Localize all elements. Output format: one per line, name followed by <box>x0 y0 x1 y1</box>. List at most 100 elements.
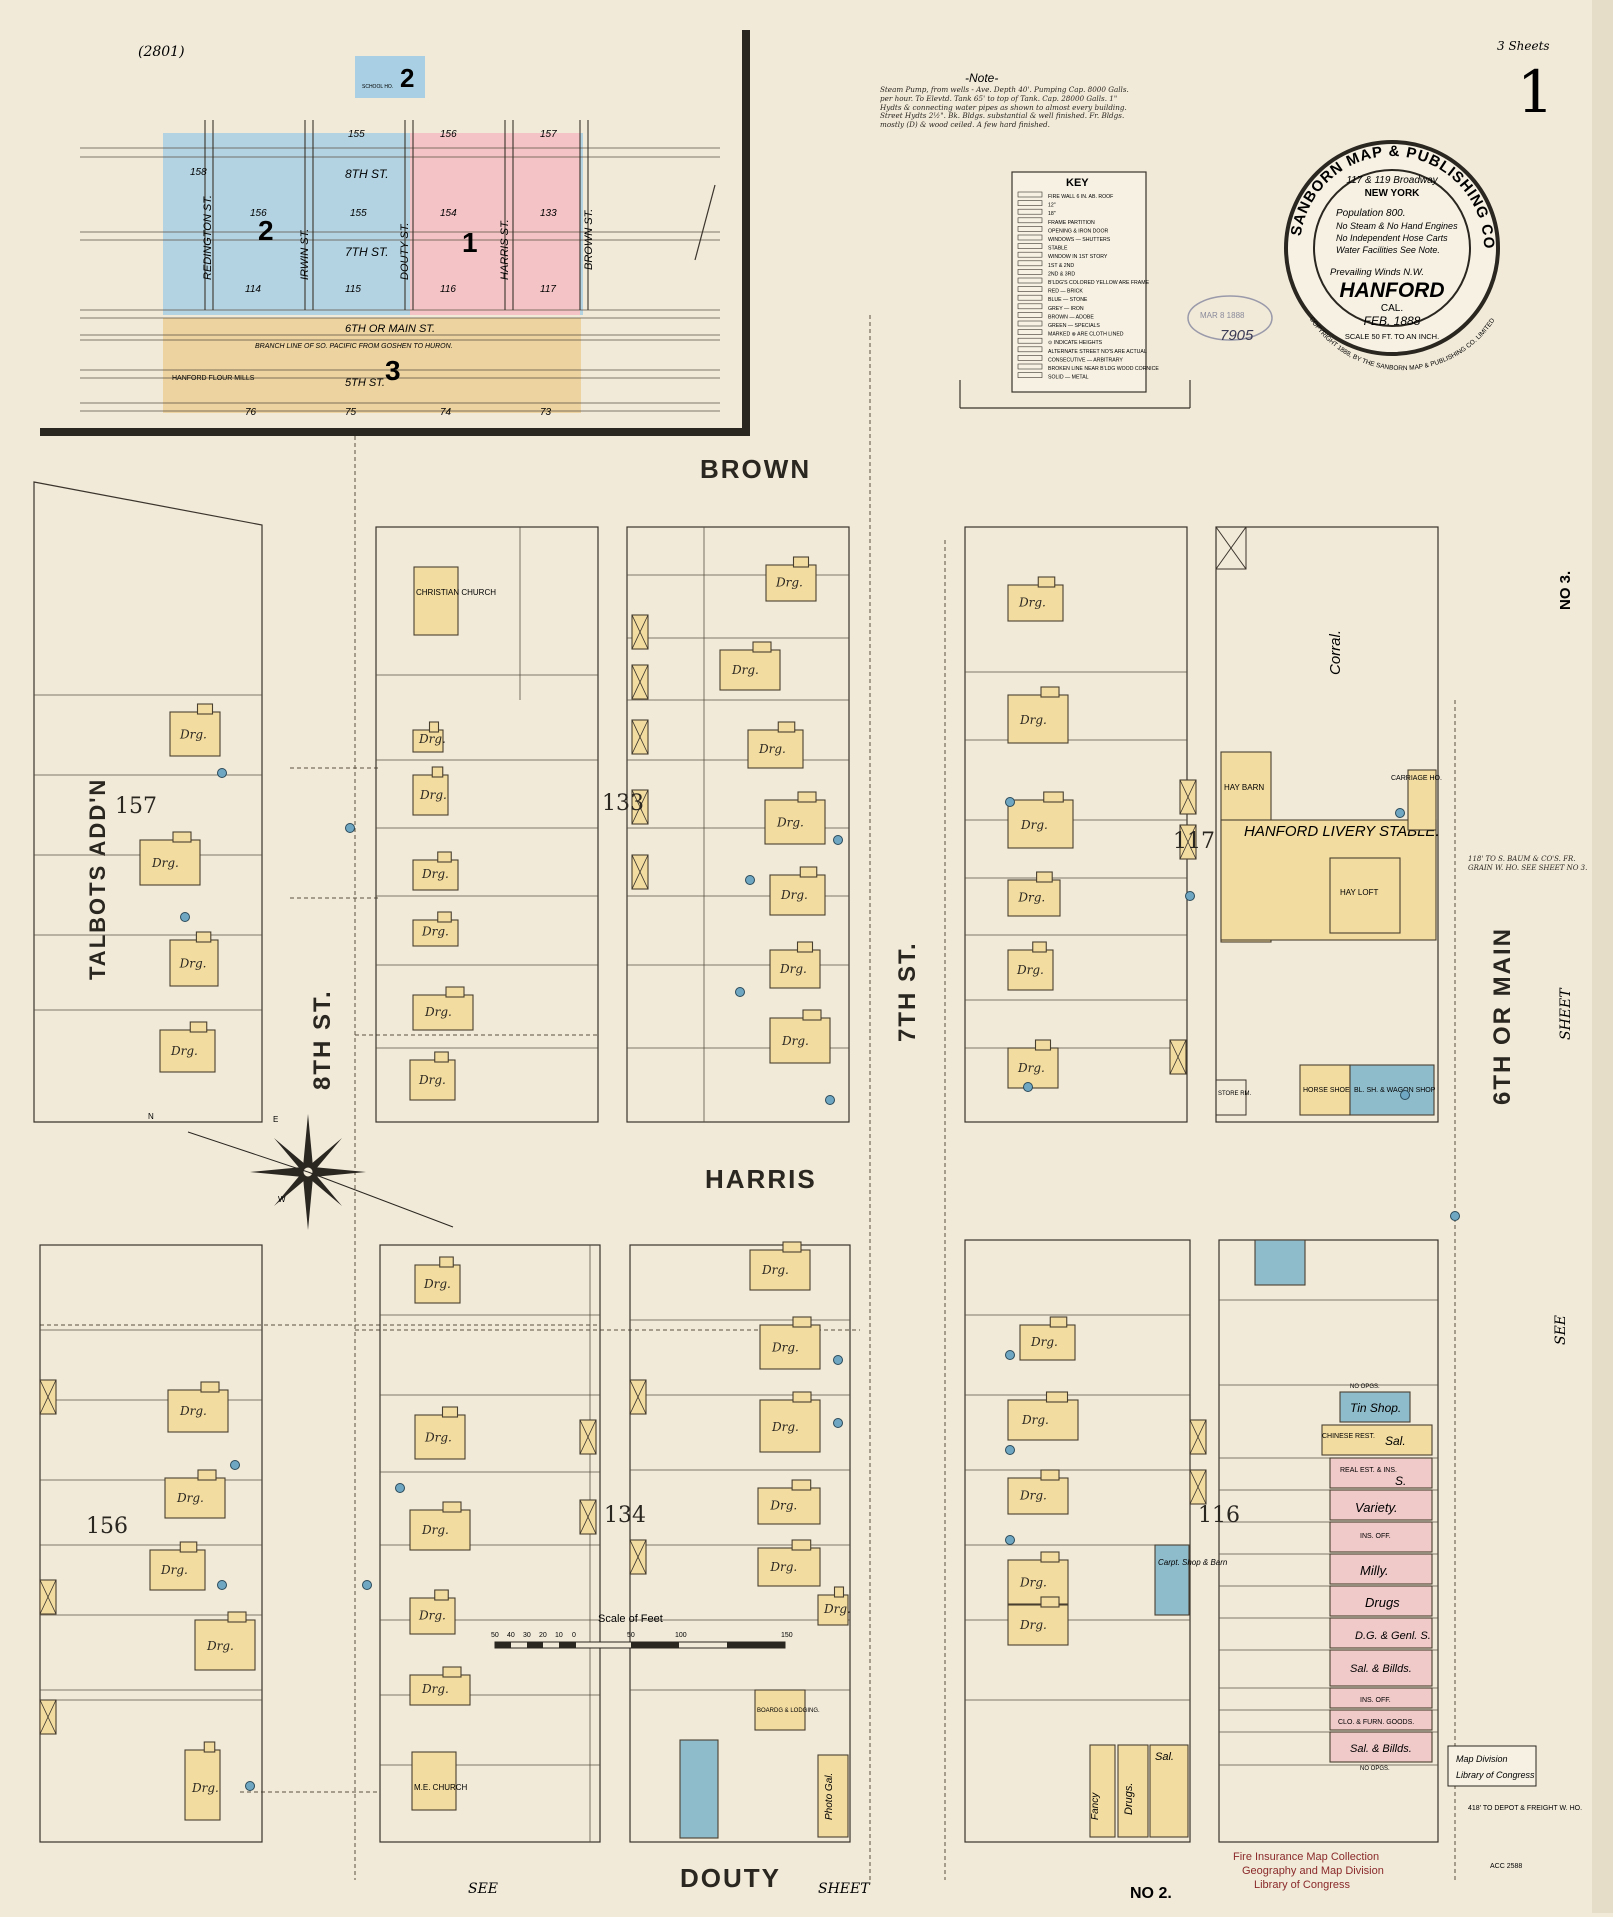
scale-tick: 0 <box>572 1632 576 1639</box>
index-block-155: 155 <box>348 129 365 140</box>
dwelling: Drg. <box>1007 576 1064 622</box>
boarding-label: BOARDG & LODGING. <box>757 1708 820 1714</box>
key-item: BROKEN LINE NEAR B'LDG WOOD CORNICE <box>1048 366 1159 372</box>
dwelling-label: Drg. <box>421 867 449 881</box>
block-117b-outline <box>1215 526 1439 1123</box>
lib-text: Library of Congress <box>1456 1770 1535 1780</box>
hydrant <box>1400 1090 1410 1100</box>
block-156-outline <box>39 1244 263 1843</box>
hay-loft <box>1329 857 1401 934</box>
outbuilding <box>631 854 649 890</box>
dwelling-label: Drg. <box>1019 1489 1047 1503</box>
ins-off-2 <box>1329 1687 1433 1709</box>
dwelling-label: Drg. <box>421 1682 449 1696</box>
index-street-5th: 5TH ST. <box>345 377 385 389</box>
index-street-brown: BROWN ST. <box>583 209 595 270</box>
dwelling-label: Drg. <box>179 727 207 741</box>
see-right: SEE <box>1553 1315 1569 1345</box>
outbuilding <box>39 1379 57 1415</box>
dwelling-label: Drg. <box>170 1044 198 1058</box>
block-outlines <box>33 481 1439 1843</box>
drugs-2 <box>1117 1744 1149 1838</box>
dwelling-label: Drg. <box>418 732 446 746</box>
variety <box>1329 1489 1433 1521</box>
block-116b-outline <box>1218 1239 1439 1843</box>
dwelling-label: Drg. <box>421 925 449 939</box>
index-block-bot3: 74 <box>440 407 452 418</box>
dwelling-label: Drg. <box>775 576 803 590</box>
ins-off-label: INS. OFF. <box>1360 1533 1391 1540</box>
hydrant <box>833 835 843 845</box>
dwelling-label: Drg. <box>761 1263 789 1277</box>
christian-church <box>413 566 459 636</box>
dwelling: Drg. <box>757 1479 821 1525</box>
key-item: 18" <box>1048 211 1056 217</box>
dwelling: Drg. <box>757 1539 821 1587</box>
block-133b-outline <box>626 526 850 1123</box>
map-div-text: Map Division <box>1456 1754 1508 1764</box>
dwelling: Drg. <box>764 791 826 845</box>
key-legend: KEY FIRE WALL 6 IN. AB. ROOF12"18"FRAME … <box>1011 171 1159 393</box>
dwelling: Drg. <box>769 941 821 989</box>
dwelling-label: Drg. <box>781 1034 809 1048</box>
me-church-label: M.E. CHURCH <box>414 1783 468 1792</box>
dwelling-label: Drg. <box>1019 1618 1047 1632</box>
index-border-bottom <box>40 428 750 436</box>
outbuilding <box>631 614 649 650</box>
outbuilding <box>579 1419 597 1455</box>
dwelling: Drg. <box>194 1611 256 1671</box>
index-block-mid4: 133 <box>540 208 557 219</box>
sheet-no2: NO 2. <box>1130 1885 1172 1902</box>
key-item: FIRE WALL 6 IN. AB. ROOF <box>1048 194 1113 200</box>
index-flour-mills: HANFORD FLOUR MILLS <box>172 375 255 382</box>
dwelling-label: Drg. <box>769 1560 797 1574</box>
index-block-low3: 116 <box>440 284 456 295</box>
store-rm-label: STORE RM. <box>1218 1091 1252 1097</box>
ins-off <box>1329 1521 1433 1553</box>
clo-furn-label: CLO. & FURN. GOODS. <box>1338 1719 1414 1726</box>
dwelling-label: Drg. <box>823 1602 851 1616</box>
dwelling: Drg. <box>409 1051 456 1101</box>
block-133: 133 <box>602 791 644 816</box>
key-item: RED — BRICK <box>1048 289 1083 295</box>
horse-shoeing-label: HORSE SHOEING <box>1303 1087 1362 1094</box>
hydrant <box>1005 1350 1015 1360</box>
fancy <box>1089 1744 1116 1838</box>
hydrants <box>180 768 1460 1791</box>
stamp-date: MAR 8 1888 <box>1200 311 1245 320</box>
stamp-number: 7905 <box>1220 327 1254 344</box>
index-block-low4: 117 <box>540 284 556 295</box>
seal-population: Population 800. <box>1336 208 1406 219</box>
christian-church-label: CHRISTIAN CHURCH <box>416 588 496 597</box>
dwelling-label: Drg. <box>1030 1335 1058 1349</box>
dwelling: Drg. <box>1007 1391 1079 1441</box>
dwelling: Drg. <box>412 766 449 816</box>
hay-loft-label: HAY LOFT <box>1340 888 1378 897</box>
dwelling-label: Drg. <box>776 815 804 829</box>
dwelling: Drg. <box>719 641 781 691</box>
dwelling-label: Drg. <box>160 1563 188 1577</box>
dwelling: Drg. <box>1019 1316 1076 1361</box>
index-orange-area <box>163 318 581 413</box>
hydrant <box>245 1781 255 1791</box>
note-text-box: Steam Pump, from wells - Ave. Depth 40'.… <box>880 86 1129 129</box>
dwelling: Drg. <box>414 1256 461 1304</box>
outbuilding <box>629 1379 647 1415</box>
dwelling-label: Drg. <box>151 856 179 870</box>
dwelling: Drg. <box>409 1501 471 1551</box>
index-block-bot4: 73 <box>540 407 552 418</box>
dwelling-label: Drg. <box>191 1781 219 1795</box>
outbuilding <box>631 789 649 825</box>
index-block-mid1: 156 <box>250 208 267 219</box>
dwelling-label: Drg. <box>1019 1575 1047 1589</box>
dwelling-label: Drg. <box>419 788 447 802</box>
scale-tick: 150 <box>781 1632 793 1639</box>
index-street-irwin: IRWIN ST. <box>299 229 311 280</box>
index-block-157: 157 <box>540 129 557 140</box>
special-structures: CHRISTIAN CHURCH M.E. CHURCH HAY BARN HA… <box>411 526 1442 1839</box>
tin-shop <box>1339 1391 1411 1423</box>
seal-inner <box>1313 169 1471 327</box>
dg-genl-label: D.G. & Genl. S. <box>1355 1630 1431 1642</box>
index-block-low2: 115 <box>345 284 361 295</box>
key-item: MARKED ⊗ ARE CLOTH LINED <box>1048 332 1124 338</box>
